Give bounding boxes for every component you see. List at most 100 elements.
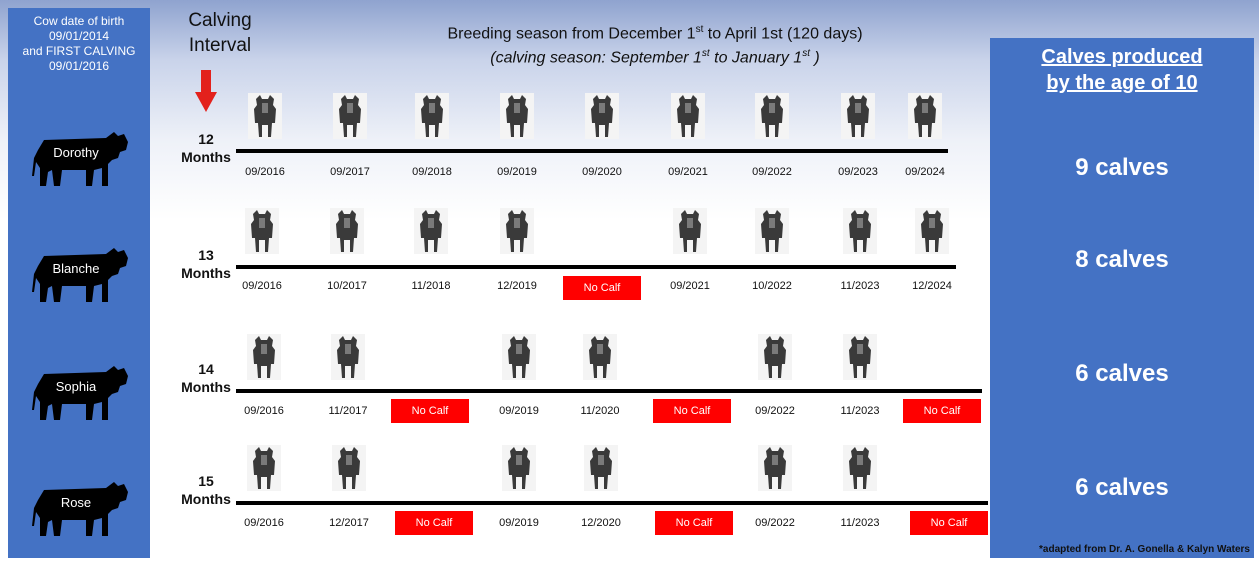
subtitle-text: (calving season: September 1 — [490, 49, 702, 67]
cow-rose: Rose — [32, 478, 132, 540]
calf-icon — [583, 334, 617, 380]
calf-icon — [843, 208, 877, 254]
no-calf-badge: No Calf — [910, 511, 988, 535]
calf-icon — [332, 445, 366, 491]
calving-date-label: 11/2023 — [840, 280, 880, 292]
calf-icon — [414, 208, 448, 254]
cow-name-label: Sophia — [55, 379, 97, 394]
calving-date-label: 12/2019 — [497, 280, 537, 292]
interval-label-15: 15 Months — [181, 473, 231, 507]
breeding-season-title: Breeding season from December 1st to Apr… — [330, 24, 980, 43]
timeline-line-blanche — [236, 265, 956, 269]
calving-date-label: 11/2020 — [580, 405, 620, 417]
calving-date-label: 11/2017 — [328, 405, 368, 417]
calf-icon — [502, 334, 536, 380]
calving-date-label: 11/2023 — [840, 405, 880, 417]
cow-info-panel: Cow date of birth 09/01/2014 and FIRST C… — [8, 8, 150, 558]
calving-date-label: 10/2022 — [752, 280, 792, 292]
cow-sophia: Sophia — [32, 362, 132, 424]
calving-date-label: 12/2017 — [329, 517, 369, 529]
calf-icon — [248, 93, 282, 139]
calving-date-label: 09/2021 — [668, 166, 708, 178]
calf-icon — [247, 445, 281, 491]
no-calf-badge: No Calf — [903, 399, 981, 423]
no-calf-badge: No Calf — [395, 511, 473, 535]
subtitle-text: to January 1 — [709, 49, 803, 67]
calf-icon — [843, 334, 877, 380]
timeline-line-dorothy — [236, 149, 948, 153]
interval-label-14: 14 Months — [181, 361, 231, 395]
calf-icon — [500, 208, 534, 254]
no-calf-badge: No Calf — [655, 511, 733, 535]
calving-date-label: 10/2017 — [327, 280, 367, 292]
calving-date-label: 09/2018 — [412, 166, 452, 178]
calving-date-label: 09/2022 — [755, 517, 795, 529]
cow-silhouette-icon — [32, 366, 128, 420]
interval-label-12: 12 Months — [181, 131, 231, 165]
calf-icon — [673, 208, 707, 254]
no-calf-badge: No Calf — [563, 276, 641, 300]
timeline-line-rose — [236, 501, 988, 505]
header-text: to April 1st (120 days) — [703, 25, 863, 43]
no-calf-badge: No Calf — [653, 399, 731, 423]
calf-icon — [502, 445, 536, 491]
calving-date-label: 11/2018 — [411, 280, 451, 292]
calving-date-label: 09/2017 — [330, 166, 370, 178]
calving-date-label: 09/2020 — [582, 166, 622, 178]
calf-icon — [758, 445, 792, 491]
calf-count-blanche: 8 calves — [1075, 246, 1169, 273]
calving-date-label: 09/2023 — [838, 166, 878, 178]
calf-icon — [841, 93, 875, 139]
calf-icon — [333, 93, 367, 139]
calving-date-label: 09/2019 — [499, 517, 539, 529]
calf-icon — [843, 445, 877, 491]
subtitle-sup: st — [701, 48, 710, 59]
cow-silhouette-icon — [32, 248, 128, 302]
calf-icon — [908, 93, 942, 139]
subtitle-sup: st — [802, 48, 810, 59]
timeline-line-sophia — [236, 389, 982, 393]
calving-date-label: 09/2016 — [242, 280, 282, 292]
calf-icon — [331, 334, 365, 380]
calving-date-label: 12/2024 — [912, 280, 952, 292]
calving-date-label: 09/2022 — [752, 166, 792, 178]
calving-date-label: 09/2022 — [755, 405, 795, 417]
calving-date-label: 09/2016 — [244, 517, 284, 529]
cow-silhouette-icon — [32, 132, 128, 186]
calf-icon — [500, 93, 534, 139]
calves-produced-panel: Calves produced by the age of 10 9 calve… — [990, 38, 1254, 558]
calving-date-label: 09/2021 — [670, 280, 710, 292]
calf-icon — [247, 334, 281, 380]
calving-date-label: 09/2016 — [244, 405, 284, 417]
calving-date-label: 09/2016 — [245, 166, 285, 178]
calf-icon — [755, 93, 789, 139]
calf-icon — [915, 208, 949, 254]
header-sup: st — [695, 24, 704, 35]
no-calf-badge: No Calf — [391, 399, 469, 423]
calving-interval-label: Calving Interval — [188, 10, 252, 56]
calf-icon — [758, 334, 792, 380]
calf-icon — [245, 208, 279, 254]
calf-count-sophia: 6 calves — [1075, 360, 1169, 387]
calf-icon — [330, 208, 364, 254]
interval-label-13: 13 Months — [181, 247, 231, 281]
calf-icon — [584, 445, 618, 491]
cow-dorothy: Dorothy — [32, 128, 132, 190]
calving-date-label: 09/2019 — [497, 166, 537, 178]
calving-season-subtitle: (calving season: September 1st to Januar… — [330, 48, 980, 67]
cow-blanche: Blanche — [32, 244, 132, 306]
calf-icon — [585, 93, 619, 139]
cow-birth-info: Cow date of birth 09/01/2014 and FIRST C… — [22, 14, 136, 73]
cow-name-label: Dorothy — [53, 145, 99, 160]
subtitle-text: ) — [809, 49, 820, 67]
cow-name-label: Blanche — [52, 261, 100, 276]
calving-date-label: 12/2020 — [581, 517, 621, 529]
calf-icon — [755, 208, 789, 254]
source-footnote: *adapted from Dr. A. Gonella & Kalyn Wat… — [1039, 544, 1250, 555]
calving-date-label: 09/2024 — [905, 166, 945, 178]
calving-date-label: 11/2023 — [840, 517, 880, 529]
cow-silhouette-icon — [32, 482, 128, 536]
calves-produced-title: Calves produced by the age of 10 — [1041, 46, 1203, 94]
calf-count-rose: 6 calves — [1075, 474, 1169, 501]
calf-count-dorothy: 9 calves — [1075, 154, 1169, 181]
